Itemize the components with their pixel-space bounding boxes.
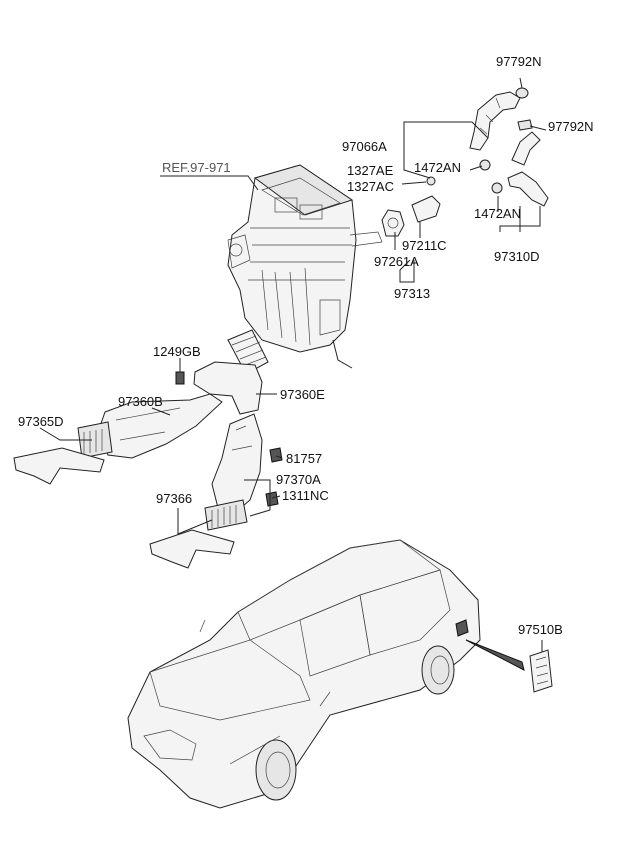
label-97066a: 97066A [342, 139, 387, 154]
hose-97310d [507, 131, 549, 207]
label-1472an-b: 1472AN [474, 206, 521, 221]
ref-callout: REF.97-971 [160, 160, 259, 191]
pad-97365d [13, 447, 105, 485]
label-97370a: 97370A [276, 472, 321, 487]
label-97792n-top: 97792N [496, 54, 542, 69]
label-97792n-mid: 97792N [548, 119, 594, 134]
label-97365d: 97365D [18, 414, 64, 429]
ref-label: REF.97-971 [162, 160, 231, 175]
label-97211c: 97211C [402, 238, 447, 253]
clamps [426, 87, 533, 194]
bracket-97313 [381, 195, 441, 237]
leaders-center [39, 358, 283, 535]
label-97261a: 97261A [374, 254, 419, 269]
label-97360e: 97360E [280, 387, 325, 402]
label-97313: 97313 [394, 286, 430, 301]
label-81757: 81757 [286, 451, 322, 466]
label-97366: 97366 [156, 491, 192, 506]
duct-97360e [193, 361, 263, 415]
label-1311nc: 1311NC [282, 488, 329, 503]
bellows-duct [227, 329, 269, 375]
pad-97366 [149, 529, 235, 569]
fasteners [175, 371, 283, 507]
label-1327ae: 1327AE [347, 163, 394, 178]
duct-97370a [211, 413, 263, 513]
vent-grille-left [77, 421, 113, 459]
label-1249gb: 1249GB [153, 344, 201, 359]
label-1327ac: 1327AC [347, 179, 394, 194]
part-labels: 97792N 97792N 97066A 1327AE 1472AN 1327A… [18, 54, 594, 637]
label-97310d: 97310D [494, 249, 540, 264]
vent-grille-right [204, 499, 248, 531]
label-97360b: 97360B [118, 394, 163, 409]
car-illustration [127, 539, 525, 809]
label-1472an-a: 1472AN [414, 160, 461, 175]
vent-97510b [529, 640, 553, 693]
heater-unit [227, 164, 383, 369]
hose-97066a [469, 91, 521, 151]
label-97510b: 97510B [518, 622, 563, 637]
leaders-upper-right [394, 77, 547, 283]
